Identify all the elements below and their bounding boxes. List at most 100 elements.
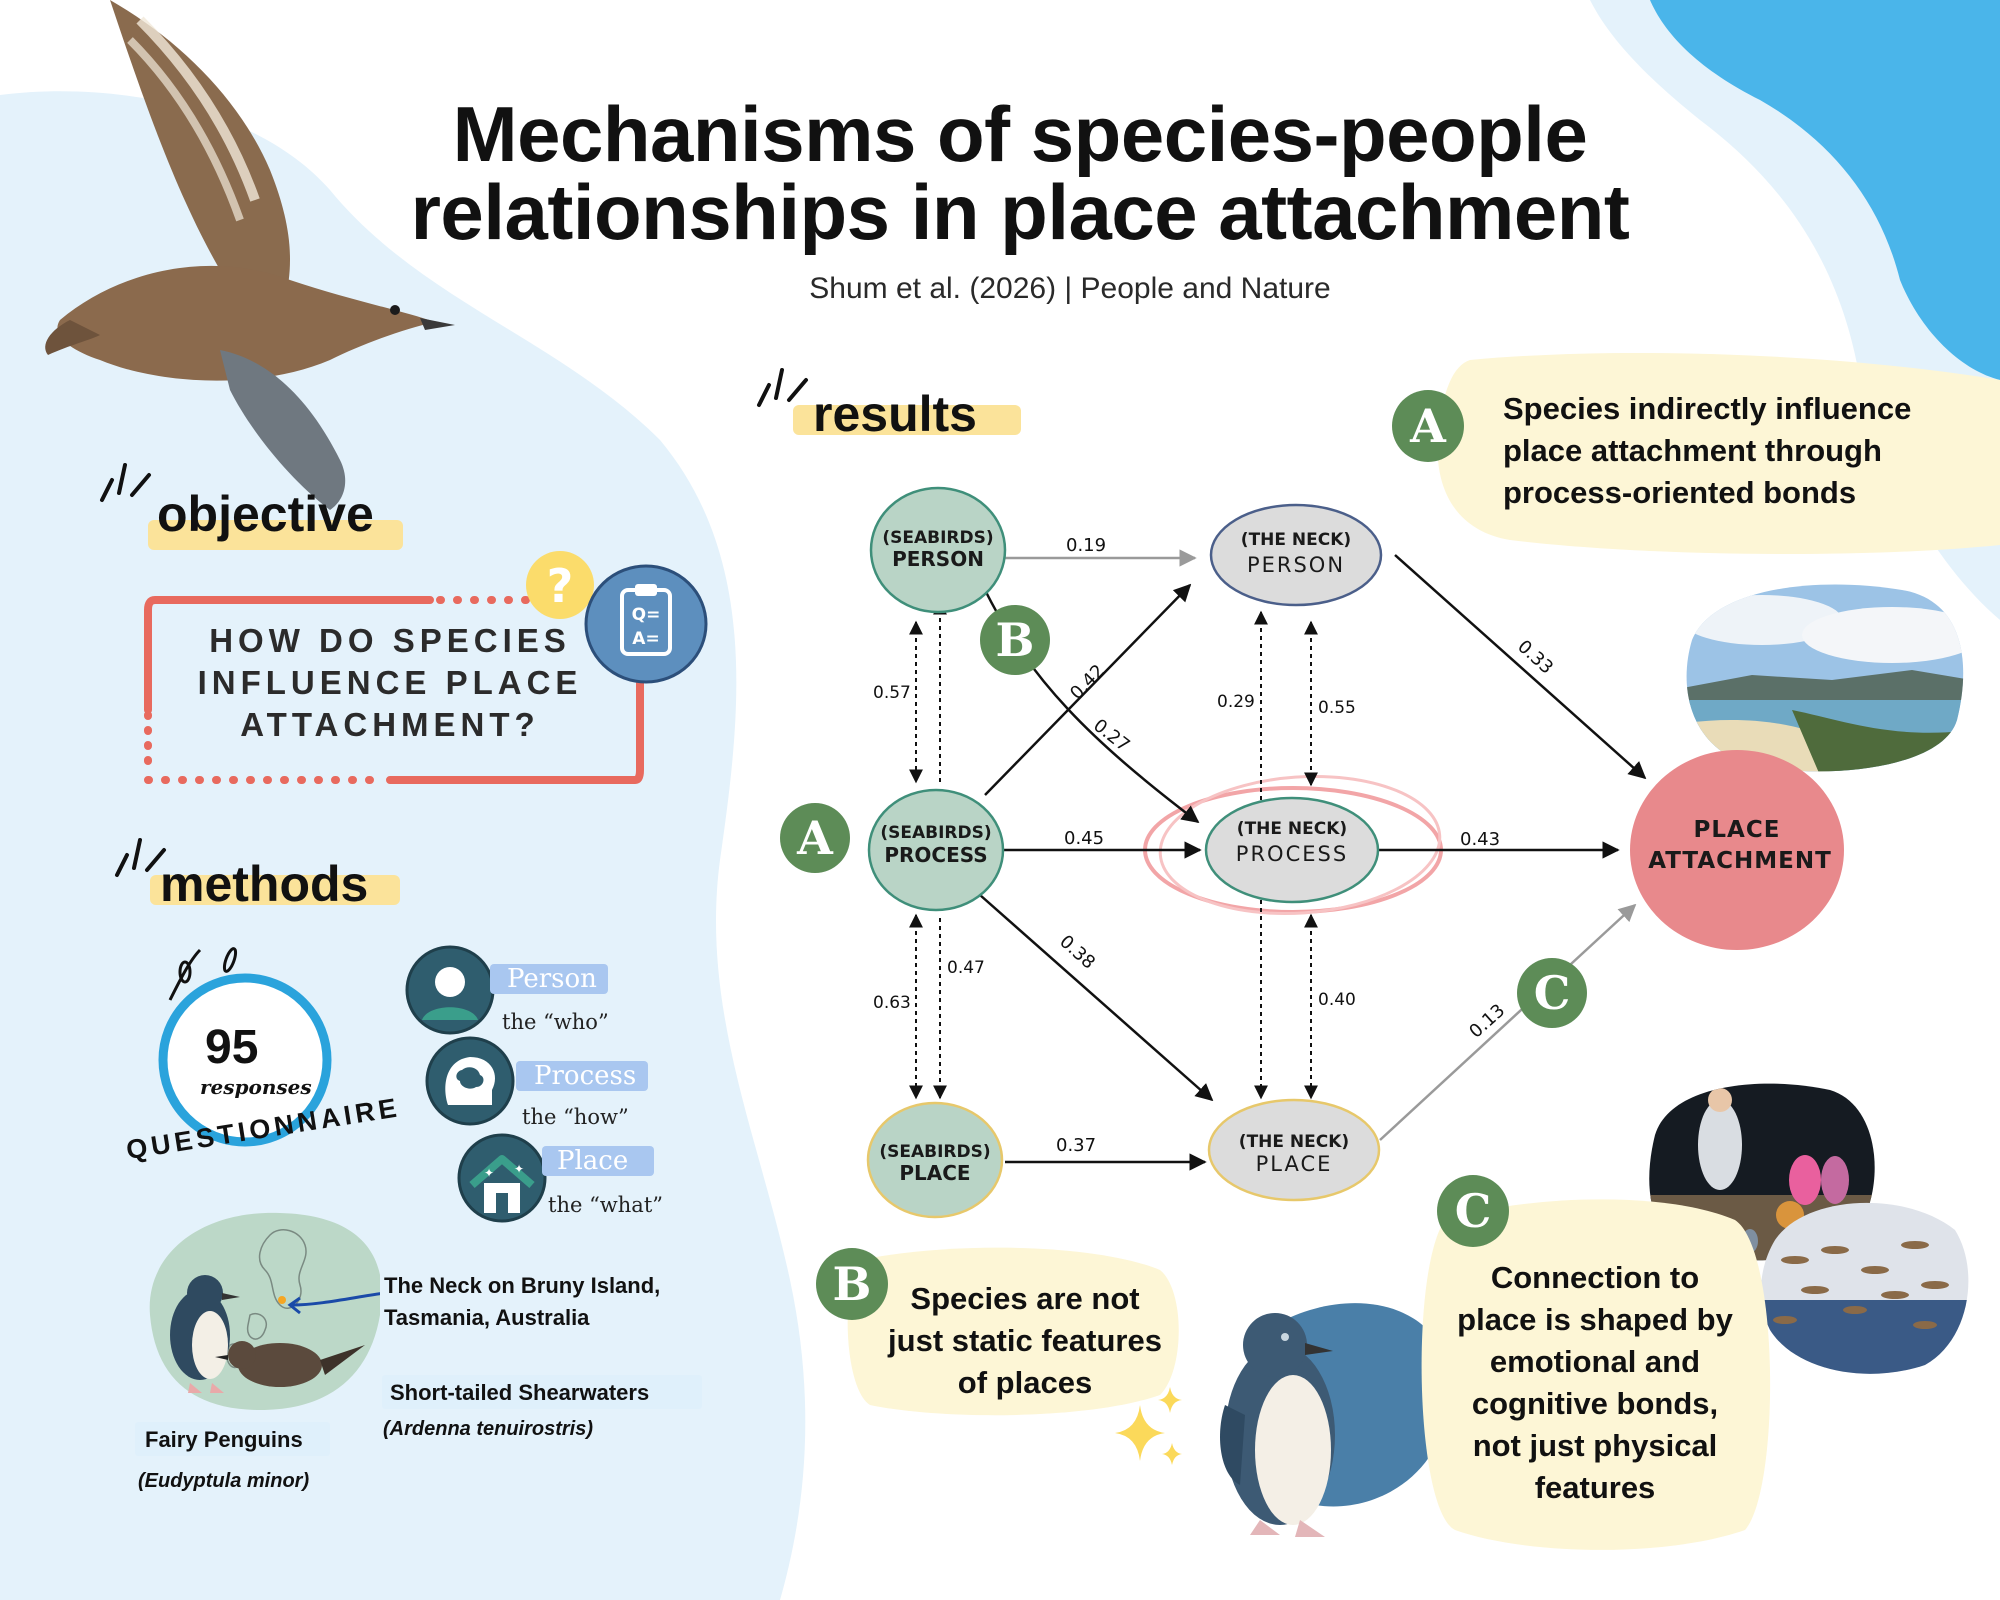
place-label-bg xyxy=(542,1146,654,1176)
node-label: (SEABIRDS) xyxy=(880,823,991,843)
penguin-name: Fairy Penguins xyxy=(145,1427,303,1452)
correlation-weight: 0.29 xyxy=(1217,692,1255,712)
callout-b-text: Species are not just static features of … xyxy=(860,1278,1190,1404)
correlation-weight: 0.47 xyxy=(947,958,985,978)
questionnaire-badge xyxy=(158,947,332,1147)
callout-a-text: Species indirectly influence place attac… xyxy=(1503,388,1911,514)
brain-icon xyxy=(425,1036,515,1126)
process-label-bg xyxy=(516,1061,648,1091)
shearwater-flock-photo xyxy=(1760,1202,1969,1374)
callout-b-line: just static features xyxy=(888,1323,1162,1358)
sparkle-icon xyxy=(757,368,808,407)
person-label-bg xyxy=(490,964,608,994)
node-place-attachment xyxy=(1630,750,1844,950)
node-label: PLACE xyxy=(1256,1152,1333,1176)
node-label: (THE NECK) xyxy=(1241,530,1351,550)
person-sub: the “who” xyxy=(502,1010,609,1034)
badge-b-callout: B xyxy=(816,1248,888,1320)
node-label: (THE NECK) xyxy=(1237,819,1347,839)
callout-b-line: Species are not xyxy=(910,1281,1140,1316)
objective-heading: objective xyxy=(157,486,374,542)
landscape-photo xyxy=(1686,584,1964,772)
process-sub: the “how” xyxy=(522,1105,629,1129)
node-neck-process xyxy=(1204,796,1380,904)
edge-spr-np xyxy=(984,583,1192,796)
node-label: (THE NECK) xyxy=(1239,1132,1349,1152)
callout-c-text: Connection to place is shaped by emotion… xyxy=(1420,1257,1770,1509)
node-label: ATTACHMENT xyxy=(1648,848,1832,874)
callout-c-line: cognitive bonds, xyxy=(1471,1386,1719,1421)
left-blue-panel xyxy=(0,91,806,1600)
svg-text:A=: A= xyxy=(632,629,659,649)
callout-a-line: place attachment through xyxy=(1503,433,1882,468)
results-heading: results xyxy=(813,386,977,442)
node-seabirds-person xyxy=(869,486,1007,614)
correlation-weight: 0.55 xyxy=(1318,698,1356,718)
penguin-scientific-name: (Eudyptula minor) xyxy=(138,1470,310,1492)
person-icon xyxy=(405,945,495,1035)
sparkle-icon xyxy=(100,463,151,502)
callout-b-line: of places xyxy=(957,1365,1093,1400)
edge-weight: 0.19 xyxy=(1066,535,1106,556)
sparkle-icon xyxy=(115,838,166,877)
node-label: PLACE xyxy=(1694,817,1781,843)
methods-highlight xyxy=(150,875,400,905)
edge-weight: 0.33 xyxy=(1513,636,1557,678)
callout-a-line: Species indirectly influence xyxy=(1503,391,1912,426)
site-line-2: Tasmania, Australia xyxy=(384,1305,590,1330)
place-label: Place xyxy=(557,1146,629,1176)
house-icon: ✦ ✦ xyxy=(457,1133,547,1223)
citation: Shum et al. (2026) | People and Nature xyxy=(809,272,1331,305)
callout-c-line: emotional and xyxy=(1489,1344,1701,1379)
site-line-1: The Neck on Bruny Island, xyxy=(384,1273,661,1298)
callout-c-line: features xyxy=(1534,1470,1656,1505)
callout-b-bg xyxy=(847,1247,1179,1416)
edge-weight: 0.43 xyxy=(1460,829,1500,850)
title-line-2: relationships in place attachment xyxy=(410,168,1630,256)
correlation-weight: 0.40 xyxy=(1318,990,1356,1010)
badge-a-diagram: A xyxy=(780,803,850,873)
badge-a-callout: A xyxy=(1392,390,1464,462)
questionnaire-unit: responses xyxy=(200,1075,312,1099)
node-label: PERSON xyxy=(892,547,984,571)
badge-c-diagram: C xyxy=(1517,958,1587,1028)
shearwater-flying-illustration xyxy=(45,0,455,510)
clipboard-qa-icon: Q= A= xyxy=(584,564,708,684)
svg-text:?: ? xyxy=(547,559,574,613)
edge-spr-npl xyxy=(979,894,1214,1102)
edge-weight: 0.13 xyxy=(1465,1000,1509,1042)
node-label: PROCESS xyxy=(884,843,987,867)
right-top-blue xyxy=(1650,0,2000,380)
callout-c-line: place is shaped by xyxy=(1457,1302,1733,1337)
node-label: PLACE xyxy=(899,1161,970,1185)
shearwater-scientific-name: (Ardenna tenuirostris) xyxy=(383,1418,594,1440)
title-line-1: Mechanisms of species-people xyxy=(452,90,1588,178)
edge-npl-pa xyxy=(1379,903,1637,1141)
correlation-weight: 0.57 xyxy=(873,683,911,703)
sparkles-icon xyxy=(1115,1387,1182,1465)
node-label: (SEABIRDS) xyxy=(882,528,993,548)
site-map-illustration xyxy=(149,1212,386,1410)
node-label: PERSON xyxy=(1247,553,1345,577)
node-label: PROCESS xyxy=(1236,842,1348,866)
shearwater-label-bg xyxy=(382,1375,702,1409)
node-label: (SEABIRDS) xyxy=(879,1142,990,1162)
process-label: Process xyxy=(534,1061,637,1091)
callout-c-line: not just physical xyxy=(1472,1428,1718,1463)
objective-question: HOW DO SPECIES INFLUENCE PLACE ATTACHMEN… xyxy=(197,622,583,743)
node-neck-place xyxy=(1207,1098,1381,1202)
svg-text:✦: ✦ xyxy=(484,1166,494,1180)
callout-a-line: process-oriented bonds xyxy=(1503,475,1857,510)
node-seabirds-place xyxy=(866,1101,1004,1219)
edge-weight: 0.45 xyxy=(1064,828,1104,849)
callout-c-bg xyxy=(1421,1199,1771,1550)
badge-c-callout: C xyxy=(1437,1175,1509,1247)
badge-b-diagram: B xyxy=(980,605,1050,675)
person-label: Person xyxy=(507,964,597,994)
node-seabirds-process xyxy=(867,788,1005,912)
fairy-penguin-photo xyxy=(1220,1303,1451,1537)
callout-a-bg xyxy=(1437,352,2000,555)
shearwater-name: Short-tailed Shearwaters xyxy=(390,1380,650,1405)
place-sub: the “what” xyxy=(548,1193,663,1217)
